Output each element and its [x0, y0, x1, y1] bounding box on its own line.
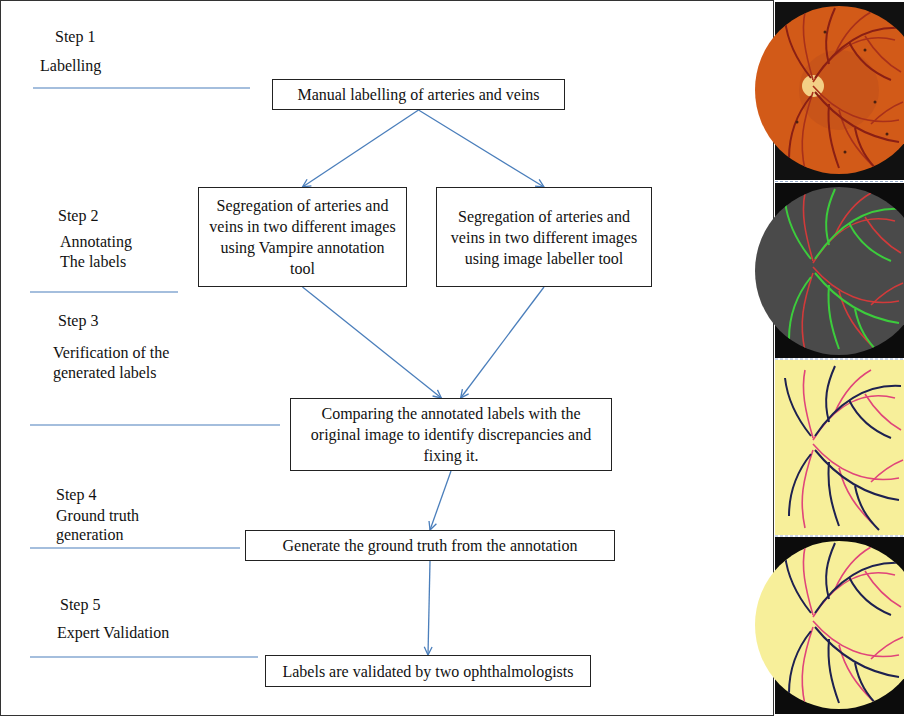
arrow-head [433, 390, 442, 398]
connector-line [419, 110, 545, 187]
process-box: Segregation of arteries and veins in two… [436, 187, 652, 287]
step-label: Annotating The labels [60, 232, 152, 272]
step-text: Segregation of arteries and veins in two… [445, 206, 643, 269]
arrow-head [535, 179, 544, 187]
flow-arrow [429, 471, 451, 530]
step-label: Step 4 [56, 485, 96, 505]
step-label: Ground truth generation [56, 506, 156, 544]
step-label: Expert Validation [57, 623, 169, 643]
step-label: Step 3 [58, 311, 98, 331]
flow-arrow [424, 561, 432, 655]
arrow-head [461, 389, 469, 398]
step-text: Segregation of arteries and veins in two… [207, 195, 398, 279]
step-label: Step 1 [55, 27, 95, 47]
flow-arrow [303, 110, 419, 187]
arrow-head [424, 647, 432, 655]
connector-line [303, 110, 419, 187]
step-text: Labels are validated by two ophthalmolog… [282, 661, 573, 682]
connector-line [303, 287, 442, 398]
process-box: Segregation of arteries and veins in two… [198, 187, 407, 287]
step-label: Step 5 [60, 595, 100, 615]
step-label: Verification of the generated labels [53, 343, 195, 383]
arrow-head [429, 521, 436, 530]
connector-line [461, 287, 544, 398]
step-label: Labelling [40, 56, 101, 76]
step-text: Comparing the annotated labels with the … [299, 403, 603, 466]
process-box: Labels are validated by two ophthalmolog… [265, 655, 591, 687]
step-text: Manual labelling of arteries and veins [297, 84, 539, 105]
flow-arrow [419, 110, 545, 187]
connector-line [428, 561, 430, 655]
process-box: Comparing the annotated labels with the … [290, 398, 612, 471]
flow-arrow [461, 287, 544, 398]
process-box: Manual labelling of arteries and veins [272, 79, 565, 110]
arrow-head [303, 179, 312, 187]
step-text: Generate the ground truth from the annot… [282, 535, 577, 556]
process-box: Generate the ground truth from the annot… [245, 530, 615, 561]
flow-arrow [303, 287, 442, 398]
connector-line [430, 471, 451, 530]
step-label: Step 2 [58, 206, 98, 226]
